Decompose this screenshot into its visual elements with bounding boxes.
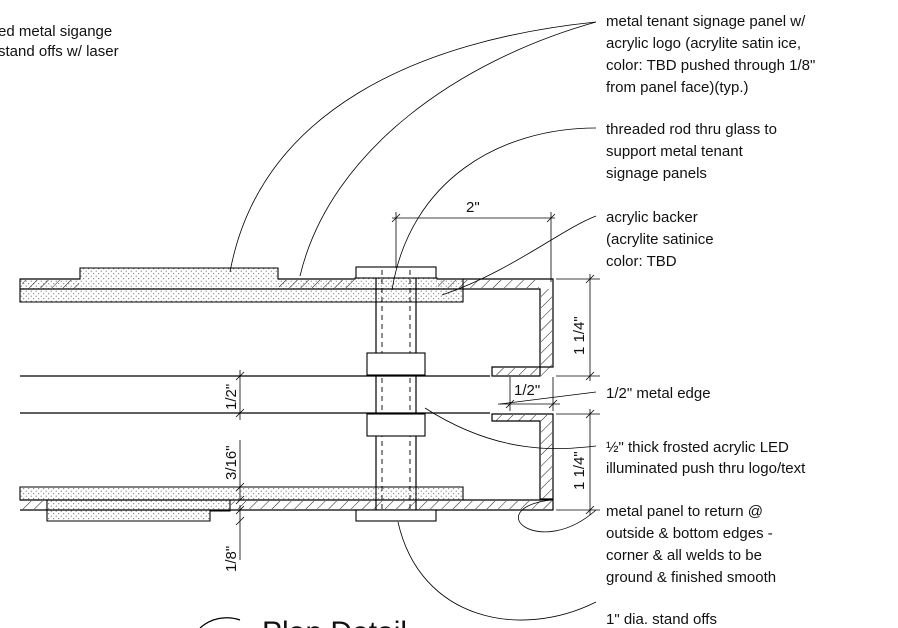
- note-top-left-2: stand offs w/ laser: [0, 43, 119, 60]
- note-return-2: outside & bottom edges -: [606, 525, 773, 542]
- dimension-lines: [235, 212, 600, 560]
- note-panel-2: acrylic logo (acrylite satin ice,: [606, 35, 801, 52]
- note-backer-1: acrylic backer: [606, 209, 698, 226]
- lower-edge-hatch: [493, 415, 552, 421]
- title-callout-circle: [199, 617, 241, 628]
- note-rod-1: threaded rod thru glass to: [606, 121, 777, 138]
- dim-bottom-left: 1/8": [223, 546, 240, 572]
- upper-metal-face: [20, 278, 554, 377]
- upper-acrylic-logo: [19, 267, 464, 303]
- upper-edge-hatch: [493, 368, 540, 375]
- lower-face-hatch-left: [22, 501, 46, 509]
- dim-mid-left: 1/2": [223, 384, 240, 410]
- standoff-lower: [366, 413, 426, 437]
- note-return-3: corner & all welds to be: [606, 547, 762, 564]
- note-edge: 1/2" metal edge: [606, 385, 711, 402]
- upper-face-hatch-left: [22, 280, 79, 288]
- lower-face-hatch-right: [231, 501, 552, 509]
- lower-sign-panel: [19, 413, 554, 522]
- note-panel-1: metal tenant signage panel w/: [606, 13, 806, 30]
- note-top-left-1: ed metal sigange: [0, 23, 112, 40]
- dim-right-lower: 1 1/4": [571, 451, 588, 490]
- dimension-labels: 2" 1 1/4" 1 1/4" 1/2" 1/2" 3/16" 1/8": [223, 199, 588, 572]
- note-backer-3: color: TBD: [606, 253, 677, 270]
- note-panel-4: from panel face)(typ.): [606, 79, 749, 96]
- dim-edge-gap: 1/2": [514, 382, 540, 399]
- note-backer-2: (acrylite satinice: [606, 231, 714, 248]
- note-return-4: ground & finished smooth: [606, 569, 776, 586]
- lower-return-hatch: [541, 421, 552, 499]
- lower-standoff-cap: [355, 509, 437, 522]
- note-rod-3: signage panels: [606, 165, 707, 182]
- upper-return-hatch: [541, 289, 552, 376]
- note-standoff: 1" dia. stand offs: [606, 611, 717, 628]
- note-frosted-2: illuminated push thru logo/text: [606, 460, 806, 477]
- drawing-title: Plan Detail: [262, 616, 407, 628]
- note-rod-2: support metal tenant: [606, 143, 744, 160]
- note-return-1: metal panel to return @: [606, 503, 763, 520]
- note-frosted-1: ½" thick frosted acrylic LED: [606, 439, 789, 456]
- upper-sign-panel: [19, 266, 554, 377]
- glass: [20, 375, 490, 414]
- upper-face-hatch-mid: [279, 280, 354, 288]
- dim-lower-left: 3/16": [223, 445, 240, 480]
- notes: ed metal sigange stand offs w/ laser met…: [0, 13, 815, 628]
- dim-top-width: 2": [466, 199, 480, 216]
- upper-standoff-cap: [355, 266, 437, 279]
- upper-face-hatch-right: [438, 280, 539, 288]
- standoff-upper: [366, 352, 426, 376]
- dim-right-upper: 1 1/4": [571, 316, 588, 355]
- lower-metal-return: [491, 413, 554, 500]
- note-panel-3: color: TBD pushed through 1/8": [606, 57, 815, 74]
- leader-lines: [229, 21, 597, 621]
- threaded-rod: [366, 270, 426, 520]
